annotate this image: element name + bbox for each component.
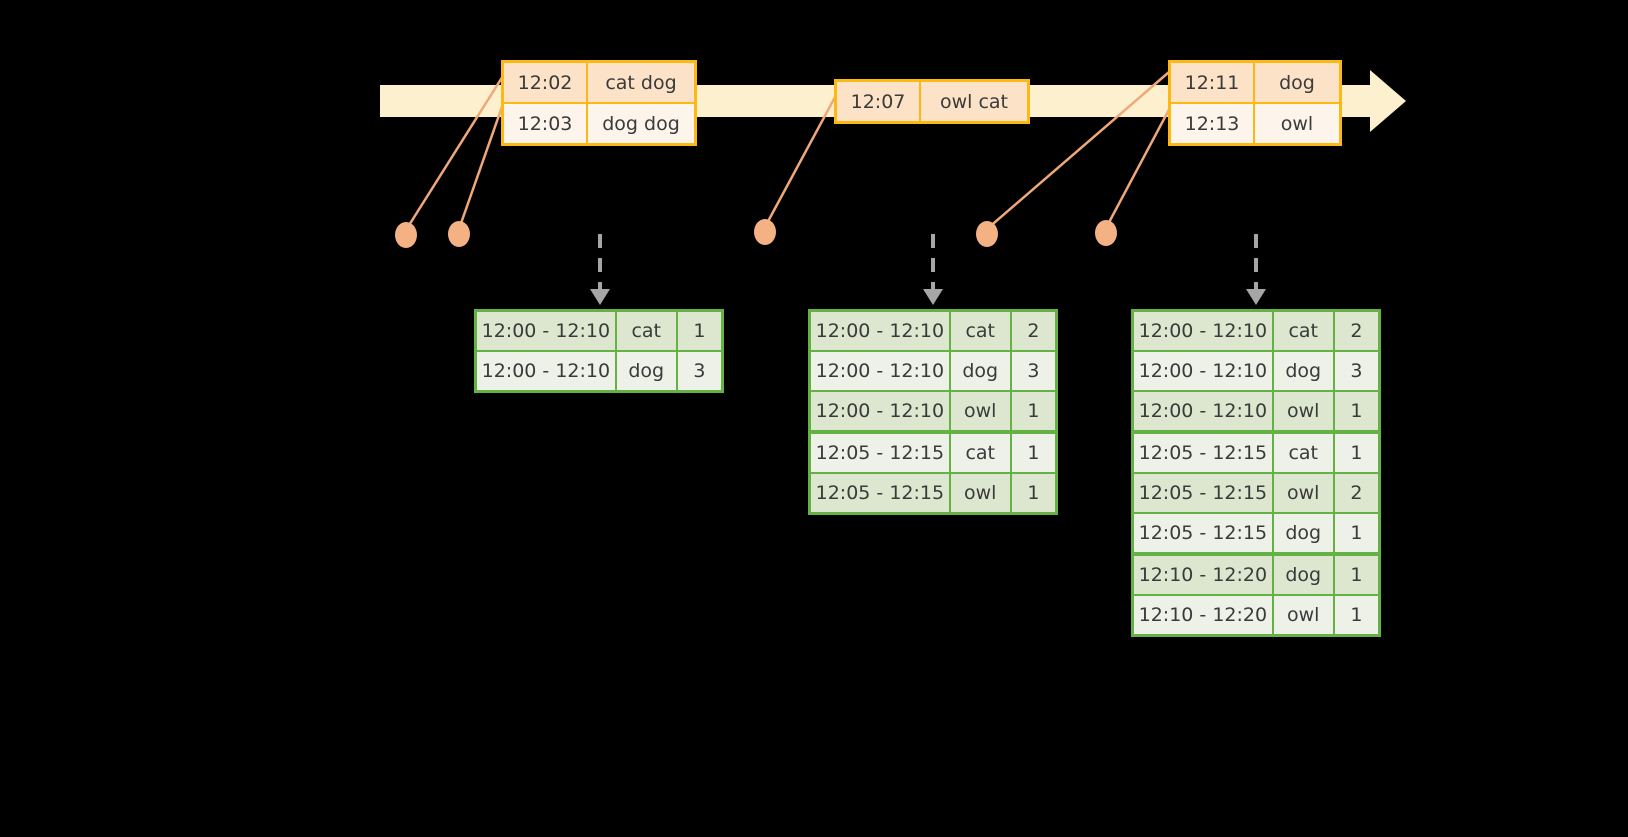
count-cell: 2 [1350, 320, 1363, 342]
count-cell: 1 [1350, 522, 1363, 544]
event-time: 12:11 [1171, 63, 1255, 102]
window-cell: 12:05 - 12:15 [811, 434, 951, 472]
count-cell: 2 [1027, 320, 1040, 342]
key-cell: dog [951, 352, 1012, 390]
event-box-2[interactable]: 12:07 owl cat [834, 79, 1030, 124]
down-arrows-group [590, 234, 1266, 305]
event-row: 12:03 dog dog [504, 102, 694, 143]
connector-line-5 [1104, 103, 1174, 229]
event-box-3[interactable]: 12:11 dog 12:13 owl [1168, 60, 1342, 146]
key-cell: cat [617, 312, 678, 350]
event-words: owl cat [939, 90, 1009, 113]
count-cell: 3 [1350, 360, 1363, 382]
key-cell: owl [1274, 596, 1335, 634]
event-box-1[interactable]: 12:02 cat dog 12:03 dog dog [501, 60, 697, 146]
window-cell: 12:05 - 12:15 [1134, 434, 1274, 472]
event-time: 12:03 [504, 104, 588, 143]
event-row: 12:07 owl cat [837, 82, 1027, 121]
key-cell: owl [1274, 474, 1335, 512]
count-cell: 2 [1350, 482, 1363, 504]
window-cell: 12:00 - 12:10 [811, 352, 951, 390]
count-cell: 1 [1027, 482, 1040, 504]
down-arrow-1-head [590, 289, 610, 305]
connector-dot-5 [1095, 220, 1117, 246]
connector-dot-1 [395, 222, 417, 248]
connector-dot-3 [754, 219, 776, 245]
connector-dot-4 [976, 221, 998, 247]
window-cell: 12:05 - 12:15 [811, 474, 951, 512]
key-cell: cat [1274, 312, 1335, 350]
count-cell: 1 [1027, 400, 1040, 422]
window-cell: 12:00 - 12:10 [1134, 312, 1274, 350]
count-cell: 1 [1350, 564, 1363, 586]
window-cell: 12:00 - 12:10 [1134, 352, 1274, 390]
key-cell: dog [1274, 556, 1335, 594]
key-cell: owl [951, 474, 1012, 512]
count-cell: 3 [1027, 360, 1040, 382]
key-cell: owl [1274, 392, 1335, 430]
window-cell: 12:10 - 12:20 [1134, 596, 1274, 634]
window-cell: 12:05 - 12:15 [1134, 474, 1274, 512]
event-row: 12:02 cat dog [504, 63, 694, 102]
key-cell: cat [951, 312, 1012, 350]
window-cell: 12:05 - 12:15 [1134, 514, 1274, 552]
timeline-arrow-head [1370, 70, 1406, 132]
count-cell: 1 [1350, 442, 1363, 464]
window-cell: 12:00 - 12:10 [1134, 392, 1274, 430]
window-cell: 12:00 - 12:10 [477, 352, 617, 390]
count-cell: 1 [1350, 604, 1363, 626]
key-cell: dog [1274, 352, 1335, 390]
event-row: 12:13 owl [1171, 102, 1339, 143]
event-words: dog [1279, 71, 1315, 94]
event-words: owl [1280, 112, 1314, 135]
connector-line-2 [457, 103, 505, 230]
count-cell: 1 [1027, 442, 1040, 464]
window-cell: 12:10 - 12:20 [1134, 556, 1274, 594]
down-arrow-2-head [923, 289, 943, 305]
key-cell: cat [951, 434, 1012, 472]
event-time: 12:02 [504, 63, 588, 102]
event-time: 12:07 [837, 82, 921, 121]
connector-dots-group [395, 219, 1117, 248]
key-cell: dog [1274, 514, 1335, 552]
event-time: 12:13 [1171, 104, 1255, 143]
event-words: cat dog [605, 71, 677, 94]
event-words: dog dog [602, 112, 680, 135]
down-arrow-3-head [1246, 289, 1266, 305]
count-cell: 1 [1350, 400, 1363, 422]
window-cell: 12:00 - 12:10 [811, 312, 951, 350]
window-cell: 12:00 - 12:10 [477, 312, 617, 350]
key-cell: owl [951, 392, 1012, 430]
key-cell: dog [617, 352, 678, 390]
connector-dot-2 [448, 221, 470, 247]
window-cell: 12:00 - 12:10 [811, 392, 951, 430]
event-row: 12:11 dog [1171, 63, 1339, 102]
count-cell: 3 [693, 360, 706, 382]
count-cell: 1 [693, 320, 706, 342]
key-cell: cat [1274, 434, 1335, 472]
